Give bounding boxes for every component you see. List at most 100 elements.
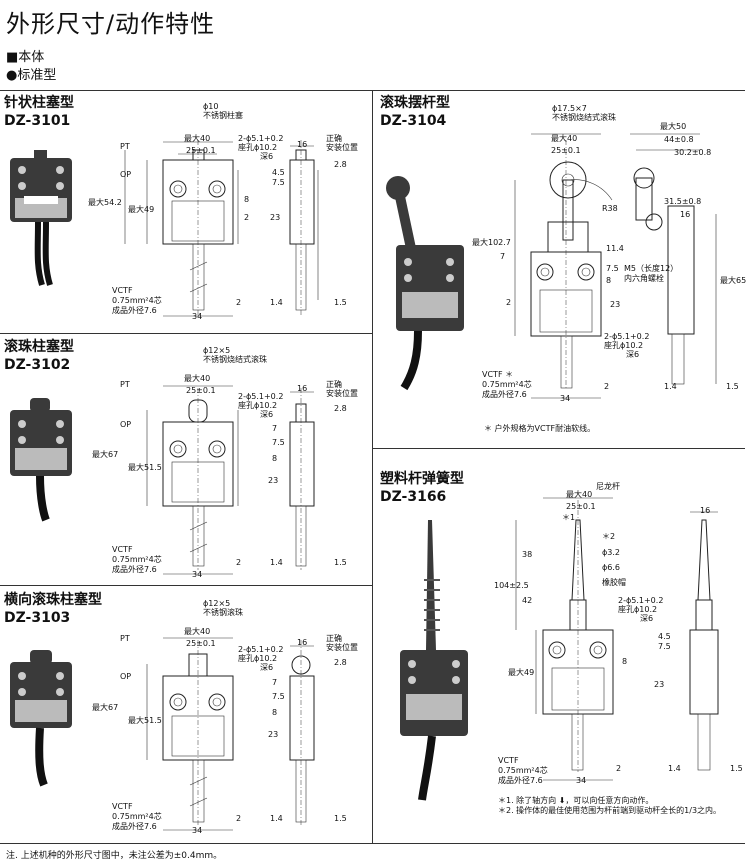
cable-3104-2: 0.75mm²4芯 bbox=[482, 380, 532, 389]
dim-3103-hole2: 座孔ϕ10.2 bbox=[238, 654, 278, 663]
product-image-3104 bbox=[386, 176, 464, 391]
dim-3104-25: 25±0.1 bbox=[551, 146, 581, 155]
dim-3104-max65: 最大65 bbox=[720, 276, 747, 285]
product-image-3103 bbox=[10, 650, 72, 787]
dim-3101-pt: PT bbox=[120, 142, 130, 151]
dim-3101-op: OP bbox=[120, 170, 132, 179]
dim-3166-max49: 最大49 bbox=[508, 668, 535, 677]
dim-3102-15: 1.5 bbox=[334, 558, 347, 567]
dim-3103-25: 25±0.1 bbox=[186, 639, 216, 648]
divider-3102-3103 bbox=[0, 585, 372, 586]
dim-3102-2b: 2 bbox=[236, 558, 242, 567]
divider-3101-3102 bbox=[0, 333, 372, 334]
note-3166-fn1: ＊1. 除了轴方向 ⬇，可以向任意方向动作。 bbox=[498, 796, 654, 805]
dim-3104-75: 7.5 bbox=[606, 264, 619, 273]
dim-3101-pos2: 安装位置 bbox=[326, 143, 358, 152]
dim-3102-16: 16 bbox=[297, 384, 308, 393]
dim-3103-pos2: 安装位置 bbox=[326, 643, 358, 652]
dim-3166-hole2: 座孔ϕ10.2 bbox=[618, 605, 658, 614]
dim-3166-104: 104±2.5 bbox=[494, 581, 529, 590]
dim-3104-max50: 最大50 bbox=[660, 122, 687, 131]
dim-3104-depth: 深6 bbox=[626, 350, 640, 359]
dim-3103-75: 7.5 bbox=[272, 692, 285, 701]
note-3103-roller: ϕ12×5 bbox=[203, 599, 231, 608]
dim-3101-pos1: 正确 bbox=[326, 134, 342, 143]
dim-3103-16: 16 bbox=[297, 638, 308, 647]
dim-3166-star2: ＊2 bbox=[602, 532, 616, 541]
dim-3104-15: 1.5 bbox=[726, 382, 739, 391]
note-3103-roller2: 不锈钢滚珠 bbox=[203, 608, 243, 617]
dim-3103-23: 23 bbox=[268, 730, 279, 739]
dim-3103-pos1: 正确 bbox=[326, 634, 342, 643]
model-code-3104: DZ-3104 bbox=[380, 113, 447, 129]
dim-3101-hole: 2-ϕ5.1+0.2 bbox=[238, 134, 284, 143]
dim-3102-7: 7 bbox=[272, 424, 278, 433]
note-3104-outdoor: ＊ 户外规格为VCTF耐油软线。 bbox=[484, 424, 596, 433]
divider-3104-3166 bbox=[372, 448, 745, 449]
cable-3166-2: 0.75mm²4芯 bbox=[498, 766, 548, 775]
note-3104-roller: ϕ17.5×7 bbox=[552, 104, 587, 113]
note-3102-roller: ϕ12×5 bbox=[203, 346, 231, 355]
dim-3104-44: 44±0.8 bbox=[664, 135, 694, 144]
dim-3104-23: 23 bbox=[610, 300, 621, 309]
dim-3101-45: 4.5 bbox=[272, 168, 285, 177]
dim-3104-2b: 2 bbox=[604, 382, 610, 391]
dim-3166-75: 7.5 bbox=[658, 642, 671, 651]
dim-3103-7: 7 bbox=[272, 678, 278, 687]
dim-3101-25: 25±0.1 bbox=[186, 146, 216, 155]
dim-3166-42: 42 bbox=[522, 596, 533, 605]
dim-3103-max40: 最大40 bbox=[184, 627, 211, 636]
dim-3102-28: 2.8 bbox=[334, 404, 347, 413]
bottom-rule bbox=[0, 843, 745, 844]
dim-3166-66: ϕ6.6 bbox=[602, 563, 620, 572]
dim-3101-depth: 深6 bbox=[260, 152, 274, 161]
dim-3102-23: 23 bbox=[268, 476, 279, 485]
dim-3166-34: 34 bbox=[576, 776, 587, 785]
dim-3166-25: 25±0.1 bbox=[566, 502, 596, 511]
dim-3101-max49: 最大49 bbox=[128, 205, 155, 214]
dim-3104-m5b: 内六角螺栓 bbox=[624, 274, 664, 283]
note-3166-nylon: 尼龙杆 bbox=[596, 482, 620, 491]
note-3166-fn2: ＊2. 操作体的最佳使用范围为杆前端到驱动杆全长的1/3之内。 bbox=[498, 806, 722, 815]
dim-3101-15: 1.5 bbox=[334, 298, 347, 307]
dim-3103-hole: 2-ϕ5.1+0.2 bbox=[238, 645, 284, 654]
model-name-3103: 横向滚珠柱塞型 bbox=[4, 592, 102, 608]
product-image-3102 bbox=[10, 398, 72, 522]
dim-3166-hole: 2-ϕ5.1+0.2 bbox=[618, 596, 664, 605]
model-code-3103: DZ-3103 bbox=[4, 610, 71, 626]
dim-3102-op: OP bbox=[120, 420, 132, 429]
dim-3166-star1: ＊1 bbox=[562, 513, 576, 522]
dim-3101-28: 2.8 bbox=[334, 160, 347, 169]
dim-3104-302: 30.2±0.8 bbox=[674, 148, 712, 157]
model-code-3101: DZ-3101 bbox=[4, 113, 71, 129]
dim-3166-23: 23 bbox=[654, 680, 665, 689]
dim-3103-34: 34 bbox=[192, 826, 203, 835]
dim-3101-14: 1.4 bbox=[270, 298, 283, 307]
note-3104-roller2: 不锈钢烧结式滚珠 bbox=[552, 113, 616, 122]
dim-3103-8: 8 bbox=[272, 708, 278, 717]
cable-3103-1: VCTF bbox=[112, 802, 133, 811]
dim-3101-75: 7.5 bbox=[272, 178, 285, 187]
dim-3103-max515: 最大51.5 bbox=[128, 716, 162, 725]
dim-3102-max515: 最大51.5 bbox=[128, 463, 162, 472]
dim-3166-2b: 2 bbox=[616, 764, 622, 773]
dim-3103-max67: 最大67 bbox=[92, 703, 119, 712]
product-image-3101 bbox=[10, 150, 72, 286]
dim-3103-14: 1.4 bbox=[270, 814, 283, 823]
model-name-3104: 滚珠摆杆型 bbox=[380, 95, 450, 111]
dim-3101-2: 2 bbox=[244, 213, 250, 222]
dim-3104-8: 8 bbox=[606, 276, 612, 285]
product-image-3166 bbox=[400, 520, 468, 801]
dim-3103-op: OP bbox=[120, 672, 132, 681]
dim-3103-2b: 2 bbox=[236, 814, 242, 823]
dim-3101-23: 23 bbox=[270, 213, 281, 222]
dim-3104-14: 1.4 bbox=[664, 382, 677, 391]
dim-3102-75: 7.5 bbox=[272, 438, 285, 447]
dim-3102-25: 25±0.1 bbox=[186, 386, 216, 395]
dim-3166-38: 38 bbox=[522, 550, 533, 559]
dim-3102-pos1: 正确 bbox=[326, 380, 342, 389]
dim-3104-max40: 最大40 bbox=[551, 134, 578, 143]
dim-3104-2: 2 bbox=[506, 298, 512, 307]
